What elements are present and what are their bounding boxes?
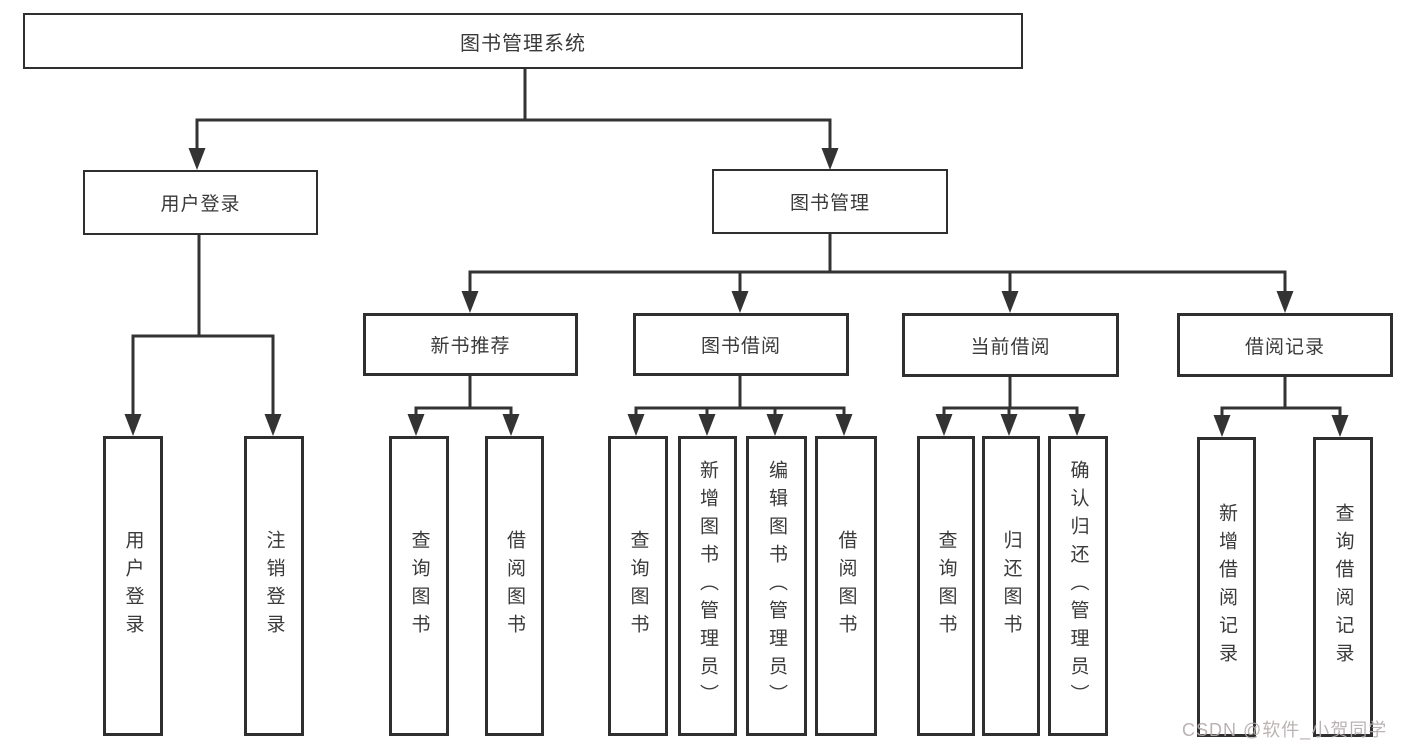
csdn-watermark: CSDN @软件_小贺同学: [1182, 720, 1388, 740]
node-cb-query-books: 查询图书: [917, 436, 975, 736]
node-nbr-query-books: 查询图书: [389, 436, 449, 736]
node-bb-edit-books-admin: 编辑图书（管理员）: [746, 436, 807, 736]
node-label: 借阅图书: [835, 530, 857, 642]
node-br-add-record: 新增借阅记录: [1197, 437, 1256, 737]
node-book-management: 图书管理: [712, 169, 948, 234]
node-user-login: 用户登录: [83, 170, 318, 235]
node-book-borrowing: 图书借阅: [633, 313, 849, 376]
node-label: 新增图书（管理员）: [697, 460, 718, 712]
node-label: 借阅图书: [504, 530, 525, 642]
node-label: 注销登录: [263, 530, 285, 642]
node-label: 用户登录: [122, 530, 144, 642]
node-new-book-recommend: 新书推荐: [363, 313, 578, 376]
node-label: 查询图书: [627, 530, 649, 642]
node-label: 图书管理系统: [460, 32, 586, 55]
node-label: 新增借阅记录: [1216, 503, 1237, 671]
node-label: 图书借阅: [700, 336, 781, 357]
node-label: 查询借阅记录: [1332, 503, 1354, 671]
node-leaf-logout: 注销登录: [244, 436, 304, 736]
node-cb-return-books: 归还图书: [982, 436, 1040, 736]
node-label: 查询图书: [935, 530, 957, 642]
node-label: 确认归还（管理员）: [1067, 460, 1089, 712]
node-cb-confirm-return-admin: 确认归还（管理员）: [1048, 436, 1108, 736]
node-bb-add-books-admin: 新增图书（管理员）: [678, 436, 737, 736]
node-bb-borrow-books: 借阅图书: [815, 436, 877, 736]
node-nbr-borrow-books: 借阅图书: [485, 436, 544, 736]
node-br-query-record: 查询借阅记录: [1313, 437, 1373, 737]
node-label: 查询图书: [408, 530, 430, 642]
node-label: 归还图书: [1000, 530, 1022, 642]
node-borrowing-records: 借阅记录: [1177, 313, 1393, 377]
arrowhead-icons: [124, 148, 1349, 437]
node-label: 借阅记录: [1244, 336, 1325, 358]
node-current-borrowing: 当前借阅: [902, 313, 1119, 377]
node-label: 编辑图书（管理员）: [766, 460, 787, 712]
connector-lines: [131, 67, 1342, 421]
node-library-management-system: 图书管理系统: [23, 13, 1023, 69]
node-bb-query-books: 查询图书: [608, 436, 668, 736]
node-label: 新书推荐: [430, 336, 511, 357]
node-label: 图书管理: [789, 193, 870, 214]
node-leaf-user-login: 用户登录: [103, 436, 163, 736]
node-label: 用户登录: [160, 194, 241, 215]
node-label: 当前借阅: [970, 336, 1051, 358]
